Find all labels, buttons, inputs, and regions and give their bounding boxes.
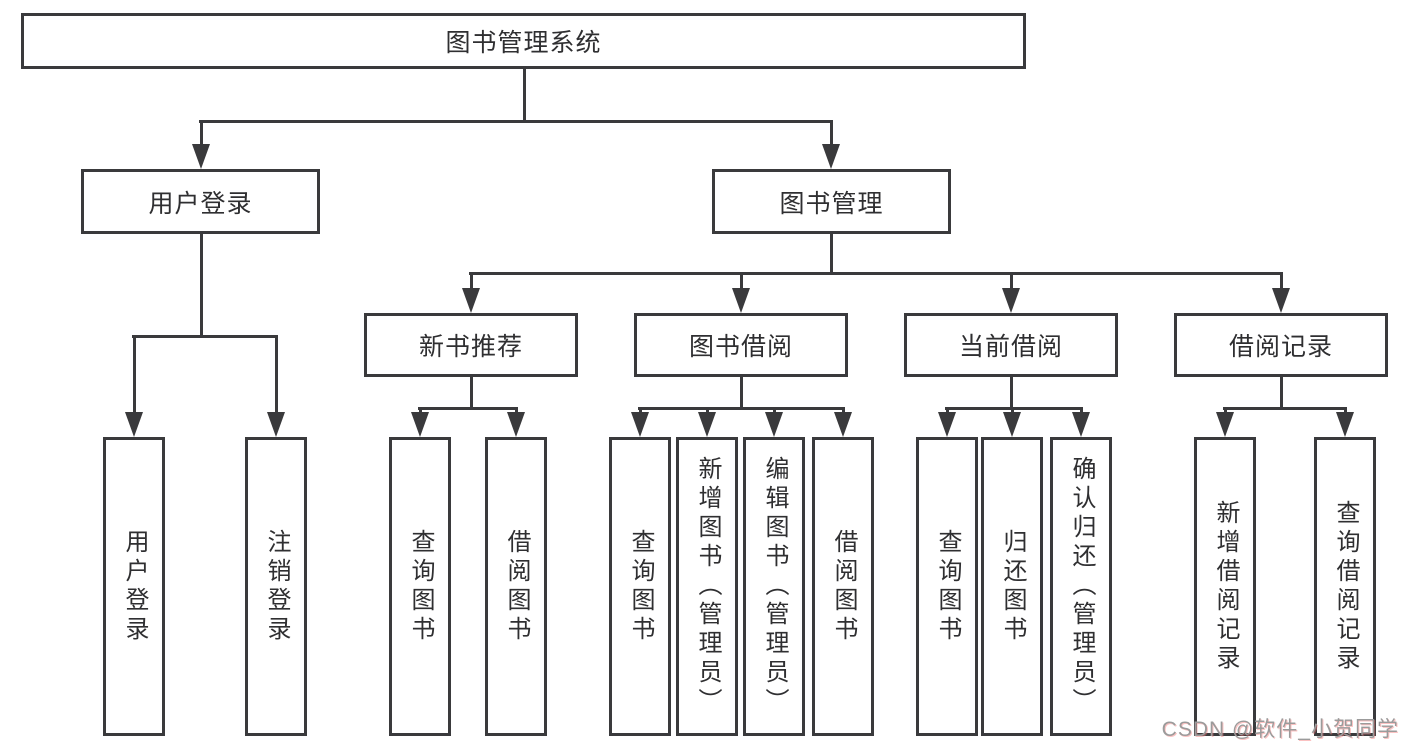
node-label: 图书借阅 [688, 333, 793, 361]
connector-line [1009, 377, 1013, 410]
node-current-borrowing: 当前借阅 [904, 313, 1118, 377]
leaf-query-books-borrow: 查询图书 [609, 437, 671, 736]
arrowhead-down-icon [1072, 412, 1090, 437]
node-book-management: 图书管理 [712, 169, 951, 234]
connector-line [1079, 407, 1083, 415]
connector-line [829, 120, 833, 147]
connector-line [418, 407, 518, 410]
leaf-label: 查询借阅记录 [1332, 499, 1359, 674]
node-label: 图书管理 [779, 189, 884, 218]
connector-line [1279, 272, 1283, 291]
connector-line [514, 407, 518, 415]
leaf-label: 确认归还（管理员） [1068, 456, 1095, 717]
leaf-user-login: 用户登录 [103, 437, 165, 736]
connector-line [772, 407, 776, 415]
node-label: 当前借阅 [958, 333, 1063, 361]
connector-line [945, 407, 1083, 410]
connector-line [469, 272, 473, 291]
connector-line [1010, 407, 1014, 415]
arrowhead-down-icon [698, 412, 716, 437]
leaf-label: 新增借阅记录 [1212, 499, 1239, 674]
connector-line [199, 120, 203, 147]
connector-line [522, 69, 526, 122]
arrowhead-down-icon [192, 144, 210, 169]
connector-line [132, 335, 136, 415]
leaf-borrow-books-recommend: 借阅图书 [485, 437, 547, 736]
leaf-borrow-books: 借阅图书 [812, 437, 874, 736]
arrowhead-down-icon [822, 144, 840, 169]
arrowhead-down-icon [1003, 412, 1021, 437]
node-label: 借阅记录 [1228, 333, 1333, 361]
arrowhead-down-icon [125, 412, 143, 437]
connector-line [945, 407, 949, 415]
connector-line [841, 407, 845, 415]
connector-line [199, 234, 203, 338]
connector-line [1223, 407, 1227, 415]
connector-line [638, 407, 845, 410]
leaf-add-books-admin: 新增图书（管理员） [676, 437, 738, 736]
leaf-label: 借阅图书 [503, 528, 530, 645]
node-label: 图书管理系统 [445, 29, 602, 57]
arrowhead-down-icon [765, 412, 783, 437]
arrowhead-down-icon [462, 288, 480, 313]
leaf-label: 编辑图书（管理员） [761, 456, 788, 717]
connector-line [739, 377, 743, 410]
connector-line [1009, 272, 1013, 291]
node-label: 新书推荐 [418, 333, 523, 361]
leaf-label: 用户登录 [121, 528, 148, 645]
arrowhead-down-icon [1216, 412, 1234, 437]
connector-line [705, 407, 709, 415]
arrowhead-down-icon [938, 412, 956, 437]
node-new-book-recommendation: 新书推荐 [364, 313, 578, 377]
leaf-label: 归还图书 [999, 528, 1026, 645]
arrowhead-down-icon [1336, 412, 1354, 437]
arrowhead-down-icon [507, 412, 525, 437]
leaf-label: 借阅图书 [830, 528, 857, 645]
arrowhead-down-icon [411, 412, 429, 437]
arrowhead-down-icon [1002, 288, 1020, 313]
arrowhead-down-icon [732, 288, 750, 313]
leaf-query-borrow-record: 查询借阅记录 [1314, 437, 1376, 736]
node-label: 用户登录 [148, 189, 253, 218]
connector-line [469, 272, 1283, 275]
connector-line [132, 335, 278, 338]
connector-line [274, 335, 278, 415]
connector-line [739, 272, 743, 291]
connector-line [638, 407, 642, 415]
node-book-borrowing: 图书借阅 [634, 313, 848, 377]
connector-line [1279, 377, 1283, 410]
leaf-label: 查询图书 [627, 528, 654, 645]
leaf-confirm-return-admin: 确认归还（管理员） [1050, 437, 1112, 736]
connector-line [199, 120, 833, 123]
connector-line [469, 377, 473, 410]
connector-line [1223, 407, 1347, 410]
connector-line [418, 407, 422, 415]
connector-line [1343, 407, 1347, 415]
leaf-query-books-current: 查询图书 [916, 437, 978, 736]
node-borrowing-records: 借阅记录 [1174, 313, 1388, 377]
arrowhead-down-icon [1272, 288, 1290, 313]
csdn-watermark: CSDN @软件_小贺同学 [1161, 718, 1399, 741]
connector-line [829, 234, 833, 275]
leaf-query-books-recommend: 查询图书 [389, 437, 451, 736]
leaf-add-borrow-record: 新增借阅记录 [1194, 437, 1256, 736]
leaf-label: 查询图书 [407, 528, 434, 645]
leaf-label: 新增图书（管理员） [694, 456, 721, 717]
node-user-login: 用户登录 [81, 169, 320, 234]
leaf-edit-books-admin: 编辑图书（管理员） [743, 437, 805, 736]
arrowhead-down-icon [631, 412, 649, 437]
leaf-logout: 注销登录 [245, 437, 307, 736]
leaf-return-books: 归还图书 [981, 437, 1043, 736]
node-library-management-system: 图书管理系统 [21, 13, 1026, 69]
arrowhead-down-icon [834, 412, 852, 437]
arrowhead-down-icon [267, 412, 285, 437]
leaf-label: 查询图书 [934, 528, 961, 645]
leaf-label: 注销登录 [263, 528, 290, 645]
